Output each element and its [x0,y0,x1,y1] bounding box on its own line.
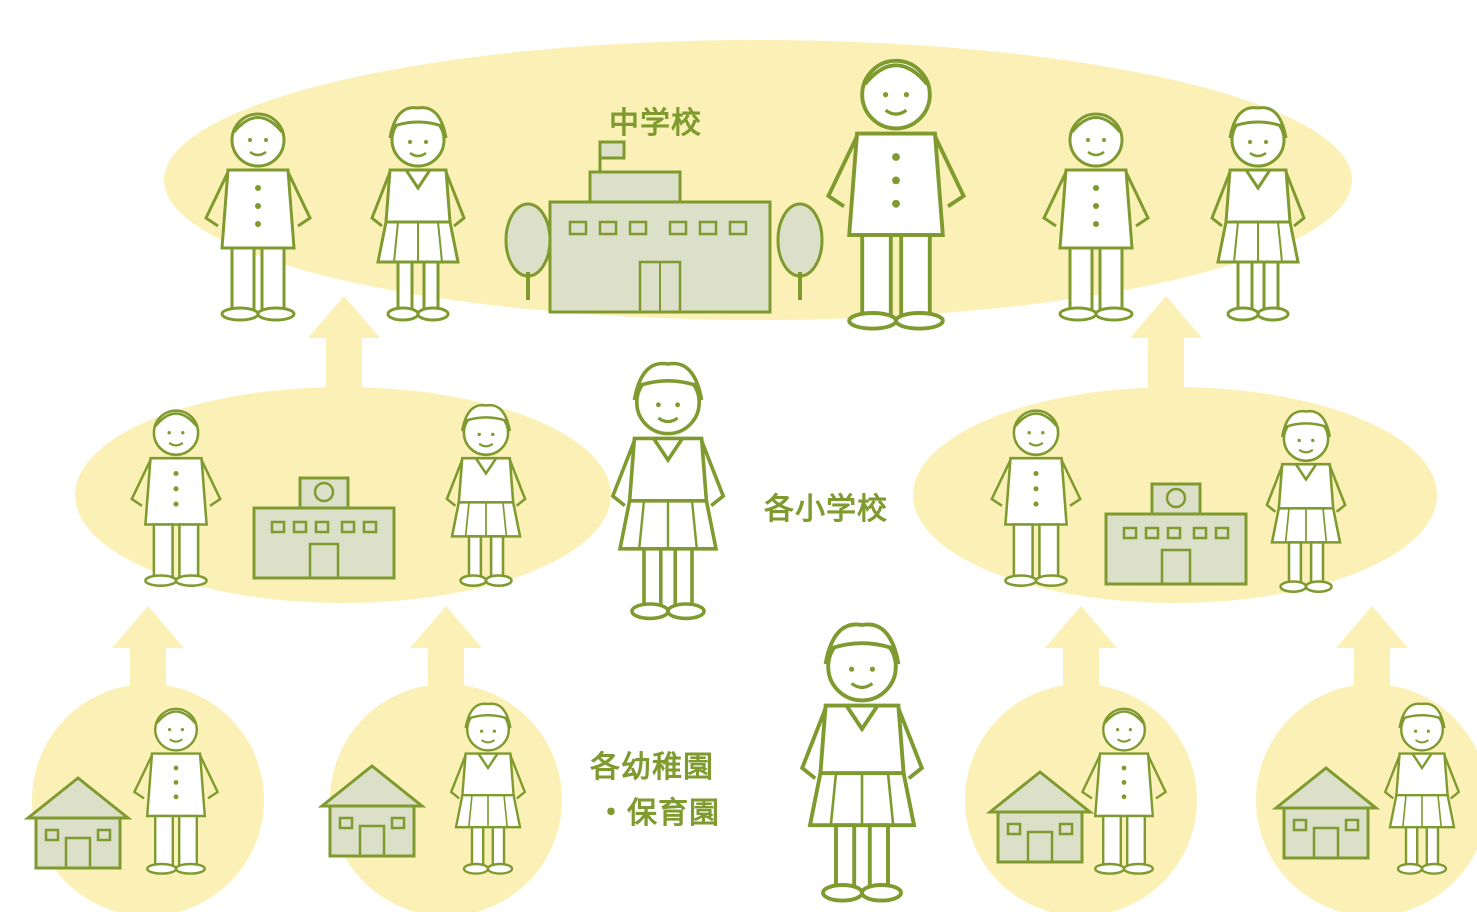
kindergarten-label-line2: ・保育園 [596,796,720,831]
kindergarten-label-line1: 各幼稚園 [590,750,714,785]
teacher-woman-figure [610,361,726,621]
elementary-label: 各小学校 [764,492,888,527]
kindergarten-zone-3 [965,684,1197,912]
kindergarten-teacher-figure [800,622,924,903]
junior-high-label: 中学校 [609,106,702,141]
junior-high-zone [164,40,1352,320]
